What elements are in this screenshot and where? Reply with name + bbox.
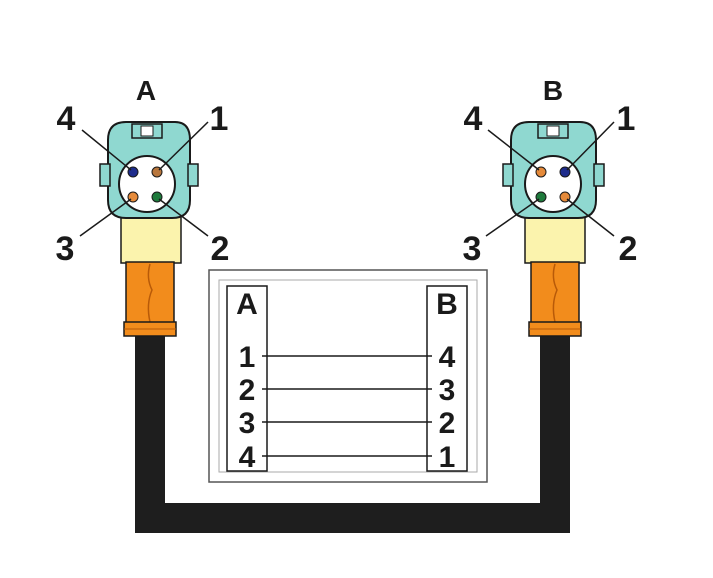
connector-b-pin-2-label: 2 [619,230,638,268]
wiring-row-1-a: 1 [239,341,256,374]
wiring-row-2-b: 3 [439,374,456,407]
connector-a-pin-1-label: 1 [210,100,229,138]
cable [135,335,570,533]
wiring-table-column-b [426,285,468,472]
connector-b-sleeve [524,214,586,337]
wiring-table-header-b: B [436,288,458,321]
wiring-row-4-a: 4 [239,441,256,474]
wiring-row-2-a: 2 [239,374,256,407]
connector-a-head [79,121,209,237]
connector-b-pin-3-label: 3 [463,230,482,268]
connector-b-label: B [543,75,563,106]
connector-a-label: A [136,75,156,106]
wiring-row-3-a: 3 [239,407,256,440]
wiring-table-header-a: A [236,288,258,321]
connector-a-pin-2-label: 2 [211,230,230,268]
wiring-table: A B 1 4 2 3 3 2 4 1 [208,269,488,483]
connector-a-sleeve [120,214,182,337]
connector-b-boot [524,214,586,264]
connector-a-pin-3-label: 3 [56,230,75,268]
wiring-row-3-b: 2 [439,407,456,440]
connector-a-boot [120,214,182,264]
connector-b-pin-1-label: 1 [617,100,636,138]
connector-b-head [485,121,615,237]
wiring-row-4-b: 1 [439,441,456,474]
wiring-table-column-a [226,285,268,472]
connector-a-pin-4-label: 4 [57,100,76,138]
connector-b-pin-4-label: 4 [464,100,483,138]
wiring-row-1-b: 4 [439,341,456,374]
